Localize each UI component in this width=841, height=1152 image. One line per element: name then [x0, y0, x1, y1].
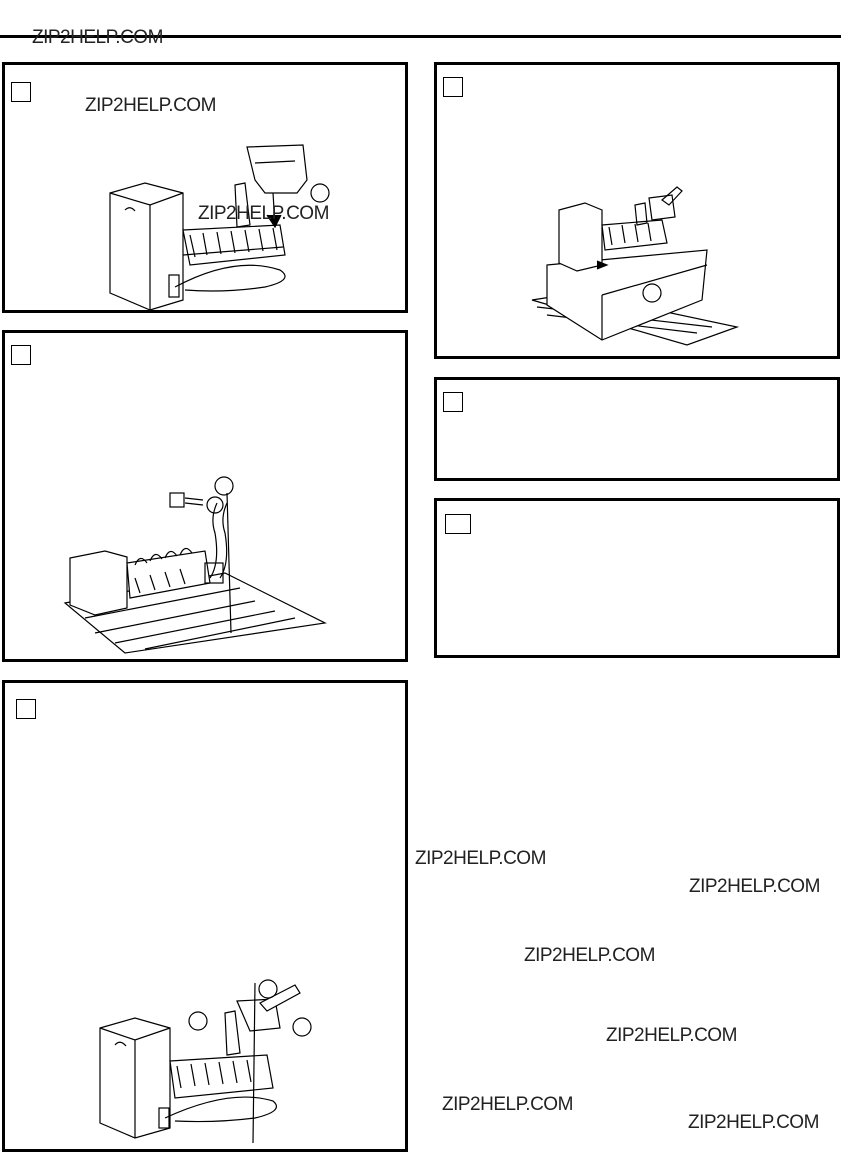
step-panel-3: [2, 680, 408, 1152]
step-panel-1: ZIP2HELP.COM ZIP2HELP.COM: [2, 62, 408, 313]
callout-circle-icon: [214, 476, 234, 496]
step-checkbox-icon: [445, 514, 471, 534]
watermark-right-2: ZIP2HELP.COM: [689, 876, 820, 897]
step-checkbox-icon: [11, 82, 31, 102]
watermark-right-5: ZIP2HELP.COM: [442, 1094, 573, 1115]
callout-circle-icon: [188, 1011, 208, 1031]
watermark-right-6: ZIP2HELP.COM: [688, 1112, 819, 1133]
watermark-right-3: ZIP2HELP.COM: [524, 945, 655, 966]
watermark-top: ZIP2HELP.COM: [32, 27, 163, 48]
callout-circle-icon: [258, 979, 278, 999]
watermark-panel1-a: ZIP2HELP.COM: [85, 95, 216, 116]
watermark-panel1-b: ZIP2HELP.COM: [198, 203, 329, 224]
ice-maker-illustration-1: [109, 144, 330, 310]
ice-maker-illustration-2: [63, 476, 327, 654]
ice-maker-illustration-3: [99, 979, 312, 1144]
callout-circle-icon: [292, 1017, 312, 1037]
step-checkbox-icon: [11, 345, 31, 365]
step-panel-4: [434, 62, 840, 359]
ice-maker-illustration-4: [531, 186, 740, 346]
callout-circle-icon: [310, 183, 330, 203]
step-checkbox-icon: [443, 392, 463, 412]
step-panel-5: [434, 377, 840, 481]
header-rule: [0, 35, 841, 38]
callout-circle-icon: [642, 283, 662, 303]
watermark-right-4: ZIP2HELP.COM: [606, 1025, 737, 1046]
step-panel-2: [2, 330, 408, 662]
step-panel-6: [434, 498, 840, 658]
step-checkbox-icon: [16, 699, 36, 719]
step-checkbox-icon: [443, 77, 463, 97]
watermark-right-1: ZIP2HELP.COM: [415, 848, 546, 869]
